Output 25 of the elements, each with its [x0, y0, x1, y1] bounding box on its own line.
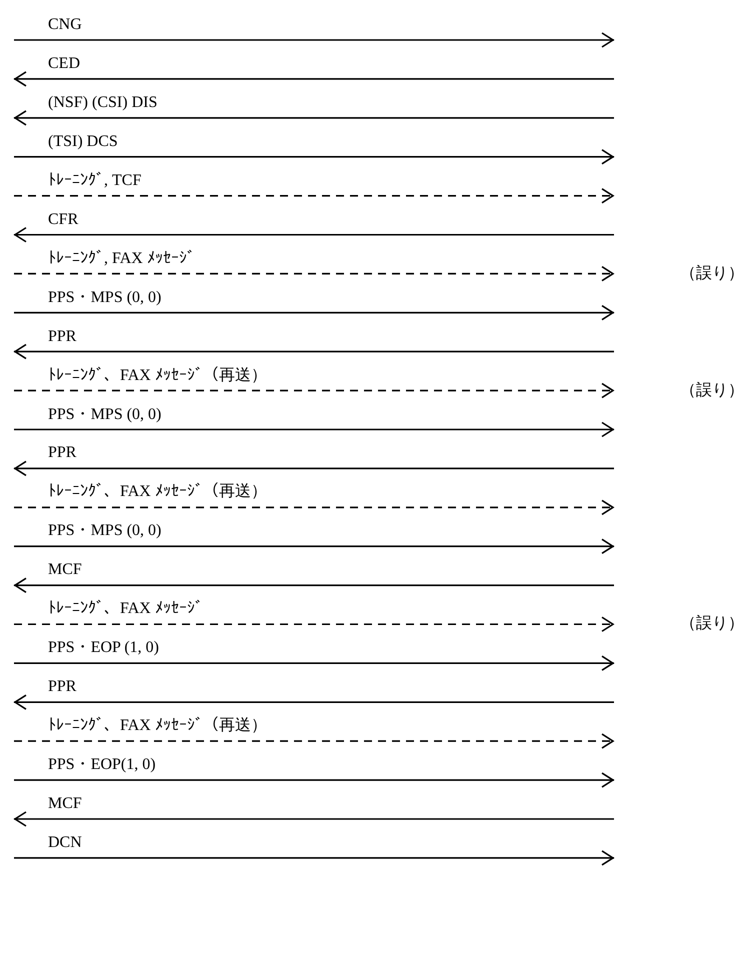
- signal-label: PPS・MPS (0, 0): [48, 406, 162, 424]
- signal-label: ﾄﾚｰﾆﾝｸﾞ, TCF: [48, 172, 142, 190]
- signal-label: ﾄﾚｰﾆﾝｸﾞ, FAX ﾒｯｾｰｼﾞ: [48, 250, 195, 268]
- signal-label: PPS・EOP(1, 0): [48, 756, 156, 774]
- signal-label: PPR: [48, 328, 76, 346]
- signal-label: PPS・MPS (0, 0): [48, 288, 162, 307]
- error-note: （誤り）: [680, 615, 744, 634]
- signal-label: DCN: [48, 834, 82, 852]
- signal-label: ﾄﾚｰﾆﾝｸﾞ、FAX ﾒｯｾｰｼﾞ（再送）: [48, 483, 267, 502]
- signal-label: PPS・MPS (0, 0): [48, 522, 162, 540]
- signal-label: MCF: [48, 561, 82, 580]
- signal-label: ﾄﾚｰﾆﾝｸﾞ、FAX ﾒｯｾｰｼﾞ: [48, 600, 203, 618]
- signal-label: CED: [48, 54, 80, 73]
- error-note: （誤り）: [680, 382, 744, 400]
- signal-label: CFR: [48, 210, 78, 229]
- error-note: （誤り）: [680, 264, 744, 283]
- signal-label: PPR: [48, 678, 76, 696]
- signal-label: PPS・EOP (1, 0): [48, 639, 159, 658]
- signal-label: ﾄﾚｰﾆﾝｸﾞ、FAX ﾒｯｾｰｼﾞ（再送）: [48, 717, 267, 736]
- signal-label: (NSF) (CSI) DIS: [48, 94, 158, 112]
- signal-label: (TSI) DCS: [48, 132, 118, 151]
- signal-label: ﾄﾚｰﾆﾝｸﾞ、FAX ﾒｯｾｰｼﾞ（再送）: [48, 366, 267, 385]
- signal-label: MCF: [48, 795, 82, 813]
- signal-label: CNG: [48, 16, 82, 34]
- signal-label: PPR: [48, 444, 76, 462]
